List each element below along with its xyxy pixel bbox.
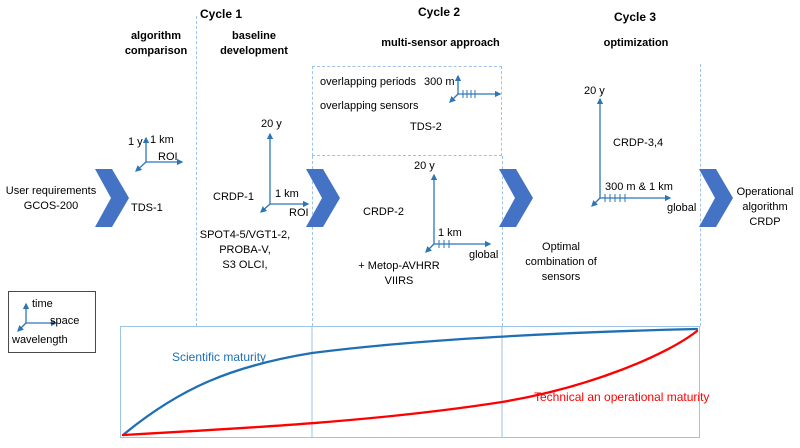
tds1-time-label: 1 y (128, 136, 143, 148)
flow-chevron-2-icon (306, 169, 340, 227)
operational-algorithm-text: Operational algorithm CRDP (732, 185, 798, 230)
scientific-maturity-label: Scientific maturity (172, 350, 267, 364)
crdp1-axes-icon (260, 132, 310, 213)
crdp1-label: CRDP-1 (213, 191, 254, 203)
technical-maturity-label: Technical an operational maturity (534, 390, 710, 404)
maturity-chart (120, 326, 700, 438)
tds2-axes-icon (449, 74, 502, 103)
cycle-2-title: Cycle 2 (418, 5, 461, 19)
operational-algorithm-line1: Operational (736, 186, 794, 198)
scientific-maturity-curve (121, 327, 699, 437)
crdp2-axes-icon (425, 173, 492, 253)
crdp2-label: CRDP-2 (363, 206, 404, 218)
tds1-axes-icon (135, 136, 184, 172)
flow-chevron-4-icon (699, 169, 733, 227)
tds1-coverage-label: ROI (158, 151, 178, 163)
crdp2-resolution-label: 1 km (438, 227, 462, 239)
crdp34-coverage-label: global (667, 202, 697, 214)
phase-baseline-development: baseline development (220, 30, 288, 57)
optimal-combination-text: Optimal combination of sensors (518, 240, 604, 285)
user-requirements-line2: GCOS-200 (23, 199, 79, 212)
crdp2-sensors-line1: + Metop-AVHRR (358, 260, 440, 272)
flow-chevron-1-icon (95, 169, 129, 227)
crdp34-label: CRDP-3,4 (613, 137, 664, 149)
crdp1-time-label: 20 y (261, 118, 282, 130)
legend-wavelength-label: wavelength (12, 334, 68, 346)
phase-algorithm-comparison: algorithm comparison (124, 30, 188, 57)
crdp34-time-label: 20 y (584, 85, 605, 97)
cycle1-separator-line (196, 16, 197, 326)
cycle2-left-separator-line (312, 156, 313, 326)
crdp1-sensors-line2: PROBA-V, (219, 243, 271, 256)
cycle-3-title: Cycle 3 (614, 10, 657, 24)
tds1-resolution-label: 1 km (150, 134, 174, 146)
crdp34-resolution-label: 300 m & 1 km (605, 181, 673, 193)
crdp2-sensors-line2: VIIRS (384, 274, 414, 287)
tds2-periods-label: overlapping periods (320, 76, 417, 88)
operational-algorithm-line3: CRDP (749, 215, 781, 228)
crdp2-coverage-label: global (469, 249, 499, 261)
crdp34-axes-icon (591, 97, 672, 207)
tds2-sensors-label: overlapping sensors (320, 100, 419, 112)
crdp1-sensors-line3: S3 OLCI, (222, 258, 268, 271)
optimal-combination-line2: combination of (525, 255, 597, 268)
tds2-label: TDS-2 (410, 121, 442, 133)
crdp1-resolution-label: 1 km (275, 188, 299, 200)
optimal-combination-line1: Optimal (542, 241, 580, 253)
legend-space-label: space (50, 315, 80, 327)
cycle3-right-separator-line (700, 64, 701, 326)
user-requirements-line1: User requirements (5, 185, 97, 197)
technical-maturity-curve (121, 329, 699, 437)
tds2-resolution-label: 300 m (424, 76, 455, 88)
user-requirements-text: User requirements GCOS-200 (4, 184, 98, 214)
crdp1-coverage-label: ROI (289, 207, 309, 219)
tds1-label: TDS-1 (131, 202, 163, 214)
cycle-1-title: Cycle 1 (200, 7, 243, 21)
legend-time-label: time (32, 298, 53, 310)
crdp2-sensors-text: + Metop-AVHRR VIIRS (346, 259, 452, 289)
phase-optimization: optimization (603, 37, 669, 49)
crdp1-sensors-text: SPOT4-5/VGT1-2, PROBA-V, S3 OLCI, (196, 228, 294, 273)
crdp1-sensors-line1: SPOT4-5/VGT1-2, (199, 229, 291, 241)
crdp2-time-label: 20 y (414, 160, 435, 172)
legend-axes-icon (17, 302, 58, 332)
operational-algorithm-line2: algorithm (742, 200, 788, 213)
optimal-combination-line3: sensors (541, 270, 581, 283)
flow-chevron-3-icon (499, 169, 533, 227)
phase-multi-sensor-approach: multi-sensor approach (381, 37, 500, 49)
cycle2-right-separator-line (502, 156, 503, 326)
tds2-dashed-box (312, 66, 502, 156)
